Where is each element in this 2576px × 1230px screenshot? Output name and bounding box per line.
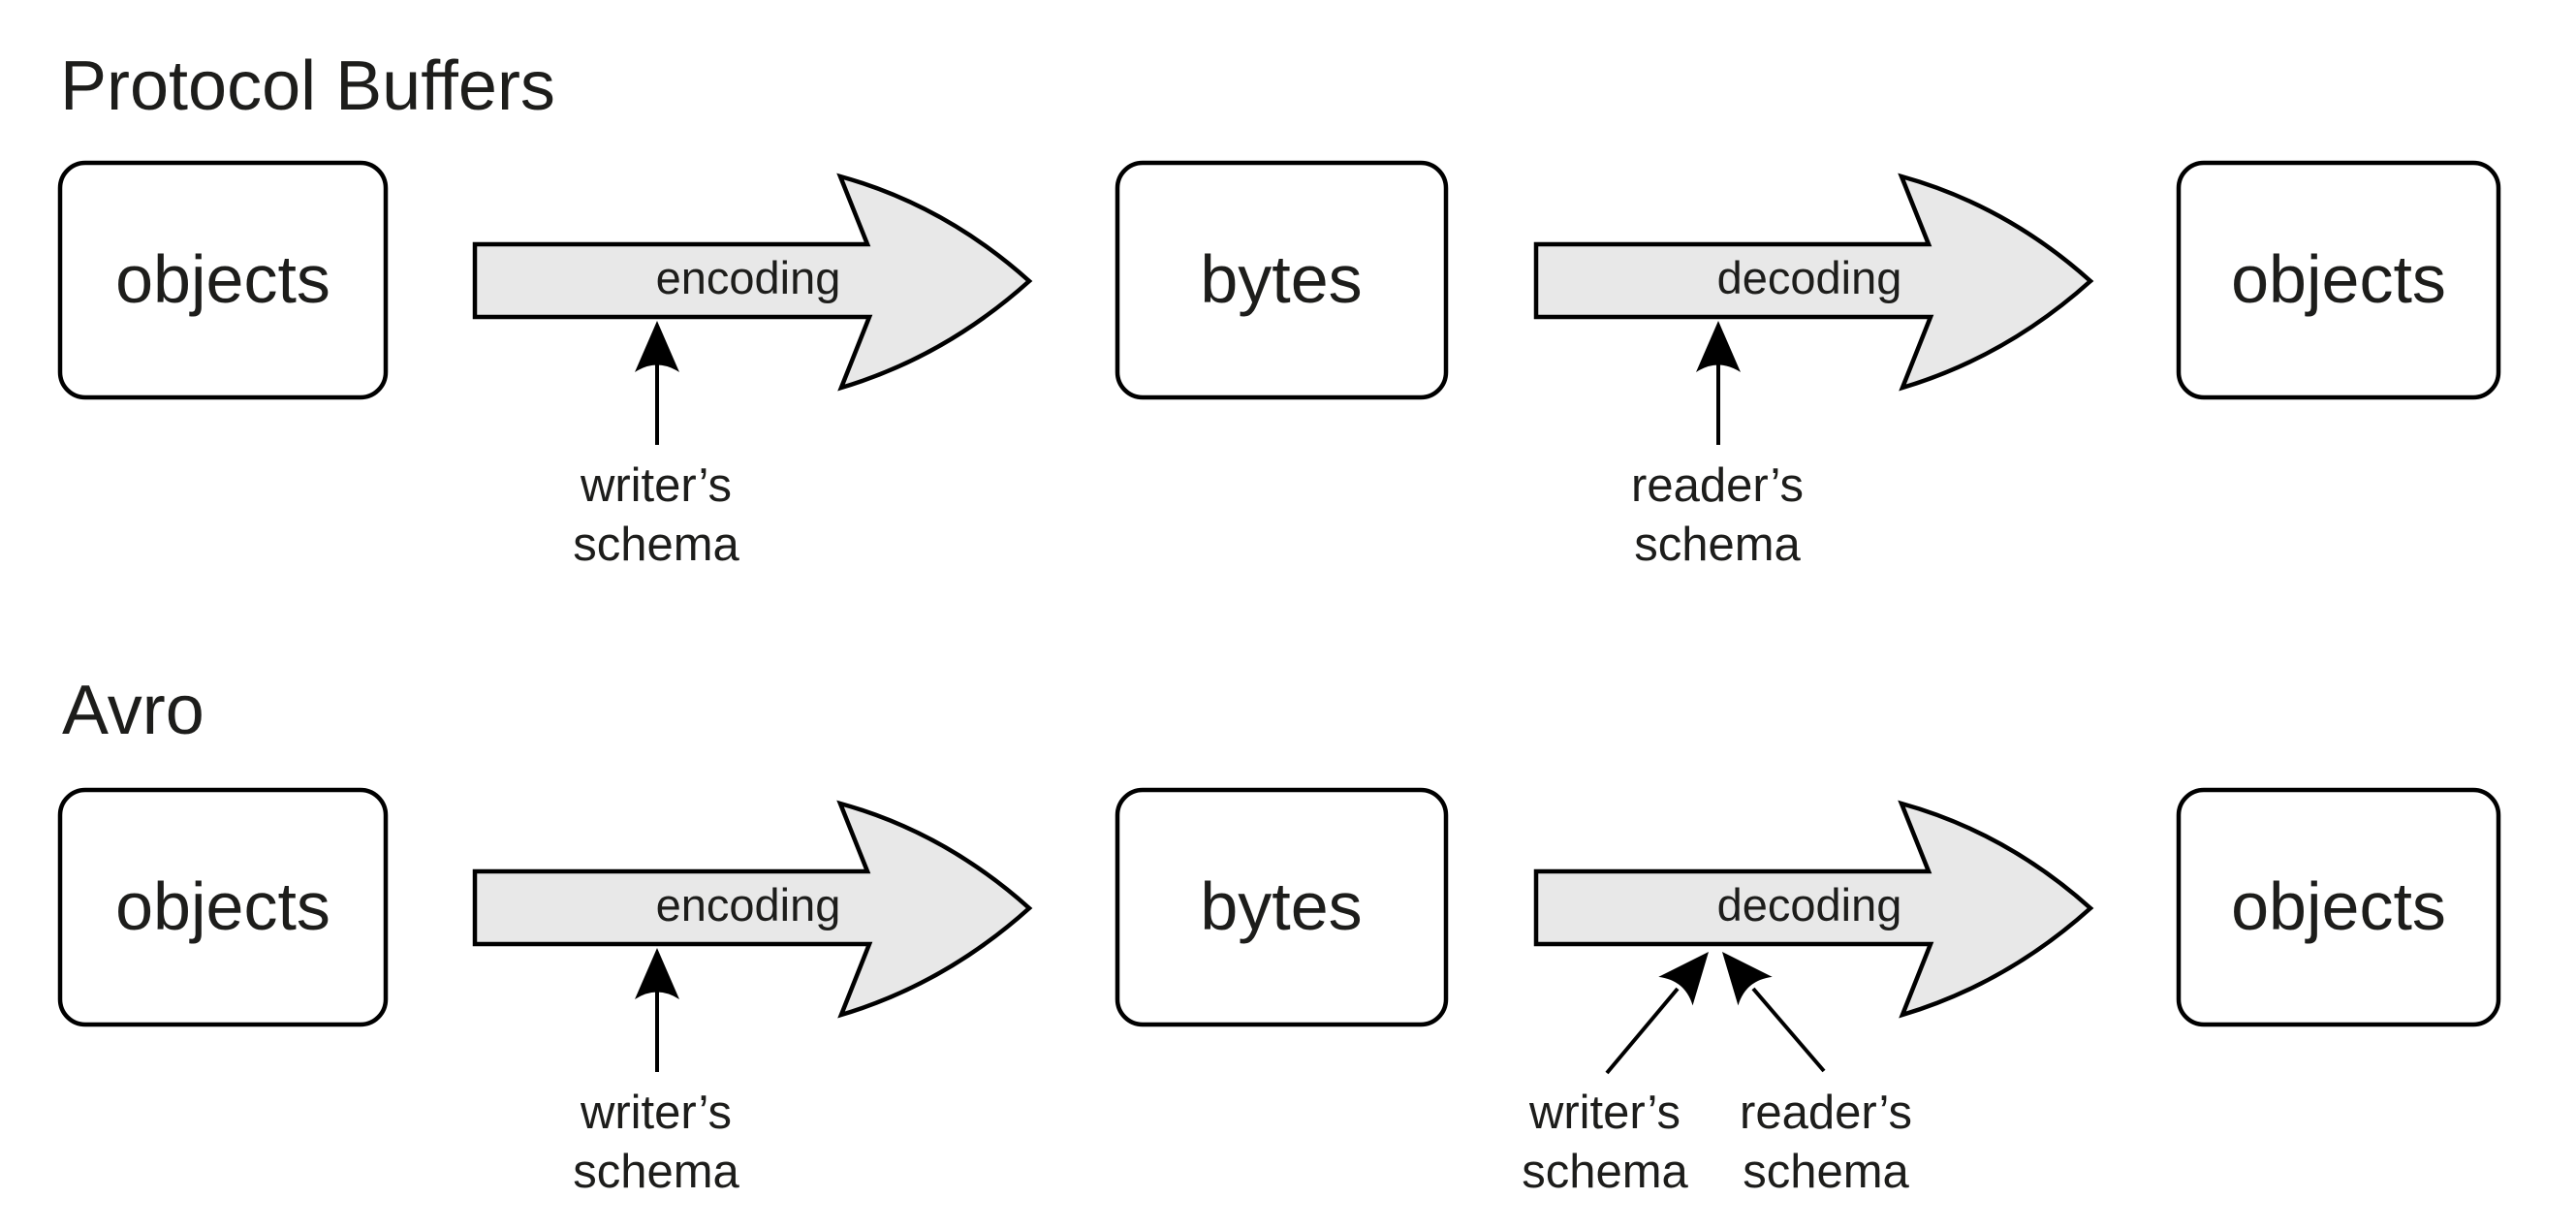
readers-schema-label-line2: schema xyxy=(1634,519,1801,571)
pointer-arrow-line xyxy=(1605,987,1680,1075)
encoding-arrow xyxy=(472,800,1033,1019)
bytes-label: bytes xyxy=(1200,868,1362,944)
pointer-arrowhead-icon xyxy=(1722,952,1773,1006)
decoding-arrow xyxy=(1533,173,2094,392)
objects-output-label: objects xyxy=(2231,868,2446,944)
writers-schema-pointer xyxy=(635,321,679,445)
pointer-arrowhead-icon xyxy=(1658,952,1709,1006)
encoding-arrow-label: encoding xyxy=(656,879,841,930)
objects-input-box xyxy=(57,787,389,1027)
objects-output-box xyxy=(2176,787,2501,1027)
writers-schema-label-line2: schema xyxy=(573,1146,739,1198)
objects-output-box xyxy=(2176,160,2501,400)
pointer-arrow-line xyxy=(1751,987,1826,1073)
row-protocol-buffers: Protocol Buffers objects encoding bytes … xyxy=(57,47,2501,571)
readers-schema-decoding-label-line2: schema xyxy=(1743,1146,1909,1198)
writers-schema-label-line2: schema xyxy=(573,519,739,571)
row-avro: Avro objects encoding bytes decoding obj… xyxy=(57,672,2501,1198)
readers-schema-decoding-label-line1: reader’s xyxy=(1740,1087,1912,1139)
objects-output-label: objects xyxy=(2231,241,2446,317)
writers-schema-pointer xyxy=(635,948,679,1072)
encoding-arrow-label: encoding xyxy=(656,252,841,303)
objects-input-box xyxy=(57,160,389,400)
writers-schema-decoding-label-line1: writer’s xyxy=(1528,1087,1681,1139)
row-title-protocol-buffers: Protocol Buffers xyxy=(60,47,555,125)
decoding-arrow-label: decoding xyxy=(1717,879,1902,930)
bytes-box xyxy=(1115,787,1449,1027)
pointer-arrowhead-icon xyxy=(1696,321,1741,372)
encoding-arrow xyxy=(472,173,1033,392)
writers-schema-label-line1: writer’s xyxy=(580,1087,732,1139)
objects-input-label: objects xyxy=(115,868,330,944)
row-title-avro: Avro xyxy=(62,672,204,749)
bytes-label: bytes xyxy=(1200,241,1362,317)
writers-schema-pointer-decoding xyxy=(1605,952,1709,1075)
readers-schema-pointer xyxy=(1696,321,1741,445)
bytes-box xyxy=(1115,160,1449,400)
readers-schema-pointer-decoding xyxy=(1722,952,1826,1073)
objects-input-label: objects xyxy=(115,241,330,317)
decoding-arrow xyxy=(1533,800,2094,1019)
pointer-arrowhead-icon xyxy=(635,948,679,999)
writers-schema-decoding-label-line2: schema xyxy=(1522,1146,1688,1198)
readers-schema-label-line1: reader’s xyxy=(1631,459,1804,512)
decoding-arrow-label: decoding xyxy=(1717,252,1902,303)
writers-schema-label-line1: writer’s xyxy=(580,459,732,512)
pointer-arrowhead-icon xyxy=(635,321,679,372)
